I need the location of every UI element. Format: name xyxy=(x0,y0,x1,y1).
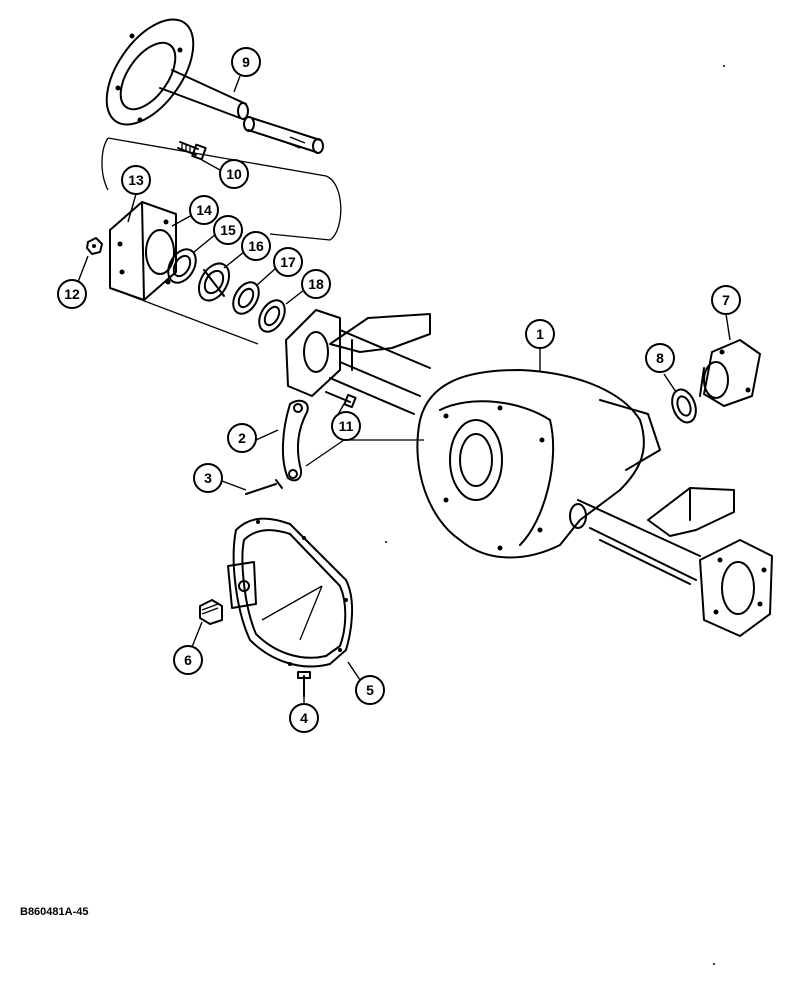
speck xyxy=(723,65,725,67)
callout-5: 5 xyxy=(355,675,385,705)
svg-text:17: 17 xyxy=(280,254,296,270)
callout-7: 7 xyxy=(711,285,741,315)
bearing-cap-part-2 xyxy=(281,399,309,482)
svg-text:4: 4 xyxy=(300,710,308,726)
callout-18: 18 xyxy=(301,269,331,299)
callout-10: 10 xyxy=(219,159,249,189)
yoke-part-7 xyxy=(699,339,761,407)
callout-16: 16 xyxy=(241,231,271,261)
axle-shaft-part-9 xyxy=(105,18,324,154)
callout-15: 15 xyxy=(213,215,243,245)
callout-14: 14 xyxy=(189,195,219,225)
callout-13: 13 xyxy=(121,165,151,195)
callout-17: 17 xyxy=(273,247,303,277)
svg-text:16: 16 xyxy=(248,238,264,254)
svg-text:2: 2 xyxy=(238,430,246,446)
cap-leader-outline xyxy=(305,439,424,467)
differential-cover-part-5 xyxy=(227,517,354,668)
svg-text:15: 15 xyxy=(220,222,236,238)
callout-11: 11 xyxy=(331,411,361,441)
svg-text:10: 10 xyxy=(226,166,242,182)
group-outline-lower xyxy=(109,287,259,345)
pinion-seal-part-8 xyxy=(671,388,697,424)
svg-text:11: 11 xyxy=(339,418,354,434)
nut-part-12 xyxy=(86,237,103,255)
svg-text:12: 12 xyxy=(64,286,80,302)
svg-text:14: 14 xyxy=(196,202,212,218)
callout-12: 12 xyxy=(57,279,87,309)
bearing-part-16 xyxy=(197,262,231,302)
plug-part-6 xyxy=(199,599,223,625)
leader-lines xyxy=(77,75,731,706)
group-outline-upper xyxy=(101,137,342,241)
axle-housing-part-1 xyxy=(285,309,773,637)
seal-part-15 xyxy=(167,248,197,284)
callout-1: 1 xyxy=(525,319,555,349)
seal-part-18 xyxy=(258,299,286,333)
retainer-plate-part-13 xyxy=(109,201,177,301)
bolt-part-4 xyxy=(297,671,311,697)
svg-text:5: 5 xyxy=(366,682,374,698)
svg-text:3: 3 xyxy=(204,470,212,486)
speck xyxy=(385,541,387,543)
bolt-part-3 xyxy=(245,479,283,495)
callout-3: 3 xyxy=(193,463,223,493)
svg-text:13: 13 xyxy=(128,172,144,188)
bolt-part-11 xyxy=(325,391,357,409)
speck xyxy=(713,963,715,965)
svg-text:8: 8 xyxy=(656,350,664,366)
svg-text:9: 9 xyxy=(242,54,250,70)
callout-6: 6 xyxy=(173,645,203,675)
callout-2: 2 xyxy=(227,423,257,453)
callout-8: 8 xyxy=(645,343,675,373)
svg-text:6: 6 xyxy=(184,652,192,668)
drawing-id-label: B860481A-45 xyxy=(20,906,89,918)
bearing-cup-part-17 xyxy=(232,281,260,315)
svg-text:1: 1 xyxy=(536,326,544,342)
callout-4: 4 xyxy=(289,703,319,733)
callout-9: 9 xyxy=(231,47,261,77)
svg-text:18: 18 xyxy=(308,276,324,292)
svg-text:7: 7 xyxy=(722,292,730,308)
